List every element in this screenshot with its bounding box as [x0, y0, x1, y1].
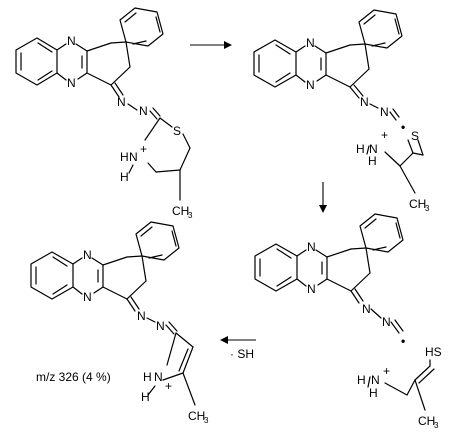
atom-h: H	[369, 386, 378, 400]
atom-h: H	[357, 373, 366, 387]
atom-n: N	[369, 142, 378, 156]
radical-dot: •	[401, 120, 405, 134]
atom-n: N	[67, 34, 76, 48]
atom-subscript: 3	[188, 211, 193, 220]
atom-h: H	[368, 154, 377, 168]
atom-n: N	[154, 370, 163, 384]
atom-subscript: 3	[434, 421, 439, 430]
atom-plus: +	[140, 142, 147, 156]
atom-n: N	[307, 240, 316, 254]
atom-n: N	[83, 290, 92, 304]
structure-parent-thiadiazine: N N N N S H N + H CH 3	[15, 7, 193, 220]
atom-n: N	[307, 282, 316, 296]
arrow-left	[220, 336, 256, 344]
arrow-right	[190, 41, 232, 49]
atom-sh: HS	[425, 345, 442, 359]
atom-h: H	[120, 150, 129, 164]
atom-n: N	[129, 150, 138, 164]
atom-h: H	[143, 370, 152, 384]
arrow-down	[319, 182, 327, 213]
atom-h: H	[141, 390, 150, 404]
atom-n: N	[306, 36, 315, 50]
atom-n: N	[360, 95, 369, 109]
atom-subscript: 3	[204, 416, 209, 425]
atom-s: S	[411, 129, 419, 143]
atom-plus: +	[383, 364, 390, 378]
atom-subscript: 3	[425, 204, 430, 213]
atom-h: H	[356, 142, 365, 156]
atom-n: N	[382, 315, 391, 329]
atom-ch: CH	[172, 204, 189, 218]
atom-n: N	[306, 78, 315, 92]
mz-label: m/z 326 (4 %)	[36, 370, 111, 384]
atom-ch: CH	[409, 197, 426, 211]
atom-n: N	[117, 95, 126, 109]
atom-n: N	[156, 319, 165, 333]
atom-ch: CH	[188, 409, 205, 423]
radical-dot: •	[401, 334, 405, 348]
structure-ring-opened-ion: N N N N • S + H N H CH 3	[253, 9, 430, 213]
atom-plus: +	[381, 128, 388, 142]
atom-ch: CH	[418, 414, 435, 428]
atom-n: N	[83, 248, 92, 262]
atom-n: N	[67, 76, 76, 90]
neutral-loss-label: · SH	[230, 347, 254, 361]
atom-n: N	[380, 105, 389, 119]
atom-n: N	[139, 104, 148, 118]
atom-n: N	[137, 309, 146, 323]
atom-n: N	[371, 373, 380, 387]
atom-n: N	[362, 302, 371, 316]
atom-s: S	[173, 124, 181, 138]
atom-h: H	[120, 170, 129, 184]
structure-fragment-ion: N N N N H N + H CH 3	[30, 221, 209, 425]
atom-plus: +	[165, 379, 172, 393]
structure-thiol-intermediate: N N N N • HS + H N H CH 3	[254, 213, 442, 430]
